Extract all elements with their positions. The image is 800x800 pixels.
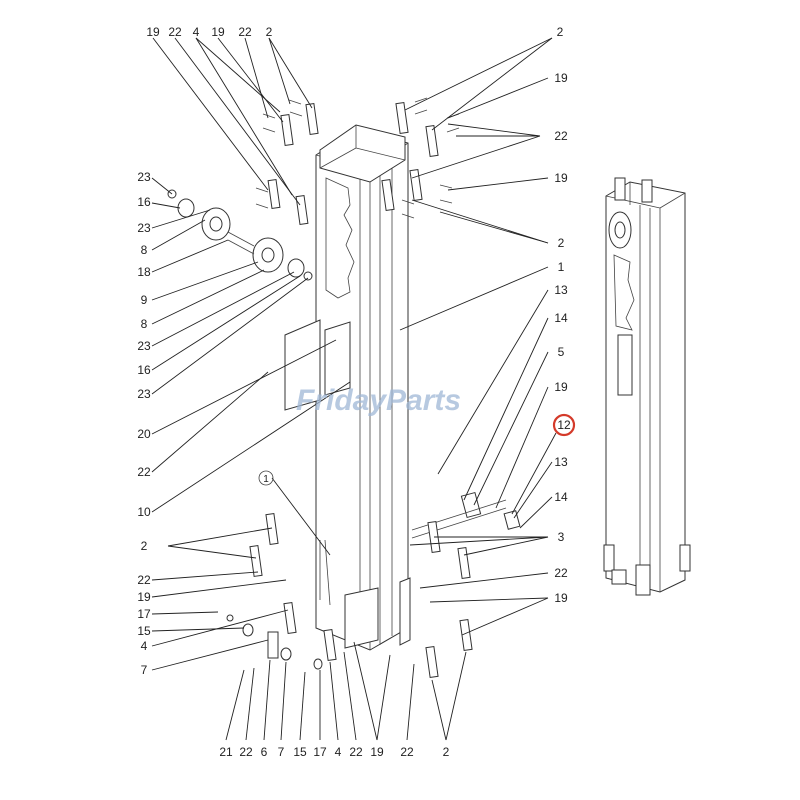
part-label: 17	[313, 745, 327, 759]
part-label: 8	[141, 243, 148, 257]
part-label: 19	[137, 590, 151, 604]
assembled-column-view	[603, 177, 691, 596]
part-labels: 19 22 4 19 22 2 2 19 22 19 2 1 23 16 23 …	[137, 25, 571, 759]
part-label: 22	[137, 465, 151, 479]
part-label: 13	[554, 455, 568, 469]
part-label: 14	[554, 311, 568, 325]
part-label: 22	[349, 745, 363, 759]
part-label-highlighted: 12	[557, 418, 571, 432]
part-label: 19	[554, 591, 568, 605]
callout-marker-label: 1	[263, 474, 269, 485]
part-label: 2	[266, 25, 273, 39]
part-label: 22	[400, 745, 414, 759]
part-label: 19	[370, 745, 384, 759]
part-label: 8	[141, 317, 148, 331]
part-label: 19	[554, 380, 568, 394]
part-label: 23	[137, 170, 151, 184]
part-label: 22	[554, 129, 568, 143]
main-column	[284, 124, 411, 651]
part-label: 9	[141, 293, 148, 307]
part-label: 7	[278, 745, 285, 759]
part-label: 6	[261, 745, 268, 759]
part-label: 1	[558, 260, 565, 274]
watermark-text: FridayParts	[296, 384, 461, 417]
part-label: 22	[554, 566, 568, 580]
part-label: 22	[168, 25, 182, 39]
part-label: 4	[335, 745, 342, 759]
part-label: 2	[557, 25, 564, 39]
callout-marker: 1	[258, 470, 274, 486]
part-label: 2	[443, 745, 450, 759]
part-label: 7	[141, 663, 148, 677]
part-label: 23	[137, 387, 151, 401]
part-label: 19	[554, 71, 568, 85]
part-label: 15	[293, 745, 307, 759]
part-label: 17	[137, 607, 151, 621]
part-label: 23	[137, 339, 151, 353]
highlight-ring	[552, 413, 576, 437]
part-label: 19	[211, 25, 225, 39]
small-parts	[167, 97, 521, 678]
part-label: 16	[137, 363, 151, 377]
part-label: 2	[558, 236, 565, 250]
part-label: 19	[554, 171, 568, 185]
part-label: 5	[558, 345, 565, 359]
part-label: 2	[141, 539, 148, 553]
part-label: 22	[238, 25, 252, 39]
part-label: 13	[554, 283, 568, 297]
part-label: 22	[137, 573, 151, 587]
part-label: 19	[146, 25, 160, 39]
part-label: 4	[193, 25, 200, 39]
part-label: 20	[137, 427, 151, 441]
part-label: 3	[558, 530, 565, 544]
part-label: 14	[554, 490, 568, 504]
part-label: 4	[141, 639, 148, 653]
part-label: 10	[137, 505, 151, 519]
part-label: 15	[137, 624, 151, 638]
part-label: 23	[137, 221, 151, 235]
part-label: 21	[219, 745, 233, 759]
part-label: 22	[239, 745, 253, 759]
part-label: 18	[137, 265, 151, 279]
leader-lines	[151, 37, 557, 741]
part-label: 16	[137, 195, 151, 209]
